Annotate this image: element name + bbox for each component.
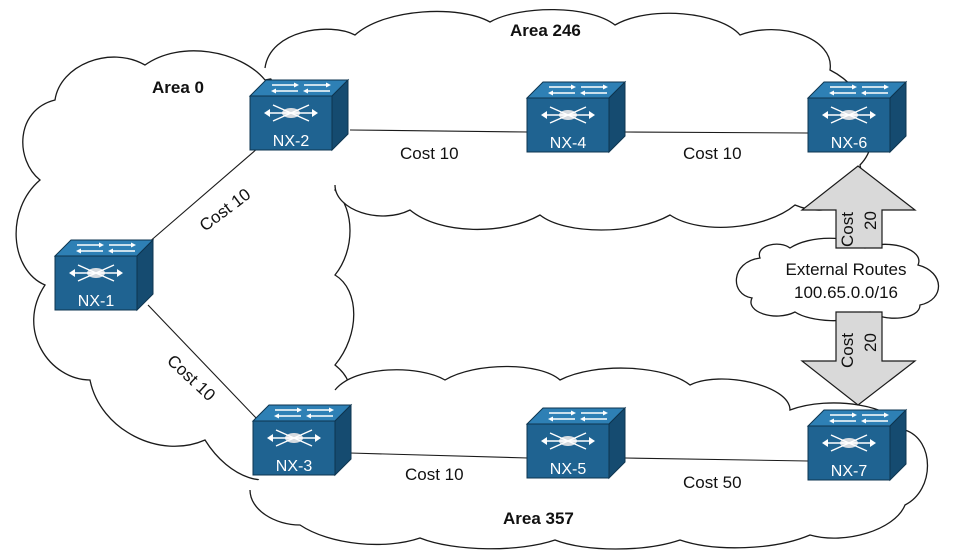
area357-label: Area 357 (503, 509, 574, 528)
link-nx1-nx2 (147, 147, 259, 244)
switch-nx5[interactable]: NX-5 (526, 407, 626, 479)
arrow-top-cost-word: Cost (838, 212, 857, 247)
switch-nx4-label: NX-4 (550, 135, 587, 152)
external-routes-title: External Routes (786, 260, 907, 279)
switch-nx6[interactable]: NX-6 (807, 81, 907, 153)
cost-nx3-nx5: Cost 10 (405, 465, 464, 484)
arrow-to-nx7 (800, 311, 917, 406)
arrow-bottom-cost-value: 20 (861, 333, 880, 352)
link-nx2-nx4 (349, 129, 529, 133)
arrow-to-nx6 (800, 165, 917, 249)
external-routes-cloud (735, 237, 940, 322)
switch-nx4[interactable]: NX-4 (526, 81, 626, 153)
cost-nx4-nx6: Cost 10 (683, 144, 742, 163)
area246-label: Area 246 (510, 21, 581, 40)
area0-label: Area 0 (152, 78, 204, 97)
switch-nx6-label: NX-6 (831, 135, 868, 152)
switch-nx2[interactable]: NX-2 (249, 79, 349, 151)
switch-nx7-label: NX-7 (831, 463, 868, 480)
link-nx1-nx3 (147, 304, 259, 421)
switch-nx2-label: NX-2 (273, 133, 310, 150)
link-nx3-nx5 (349, 452, 529, 459)
switch-nx7[interactable]: NX-7 (807, 409, 907, 481)
switch-nx1-label: NX-1 (78, 293, 115, 310)
switch-nx5-label: NX-5 (550, 461, 587, 478)
arrow-top-cost-value: 20 (861, 211, 880, 230)
link-nx4-nx6 (624, 131, 809, 134)
link-nx5-nx7 (624, 457, 809, 462)
arrow-bottom-cost-word: Cost (838, 333, 857, 368)
switch-nx3-label: NX-3 (276, 458, 313, 475)
switch-nx1[interactable]: NX-1 (54, 239, 154, 311)
switch-nx3[interactable]: NX-3 (252, 404, 352, 476)
external-routes-prefix: 100.65.0.0/16 (794, 283, 898, 302)
cost-nx2-nx4: Cost 10 (400, 144, 459, 163)
area0-cloud (15, 50, 355, 481)
cost-nx5-nx7: Cost 50 (683, 473, 742, 492)
